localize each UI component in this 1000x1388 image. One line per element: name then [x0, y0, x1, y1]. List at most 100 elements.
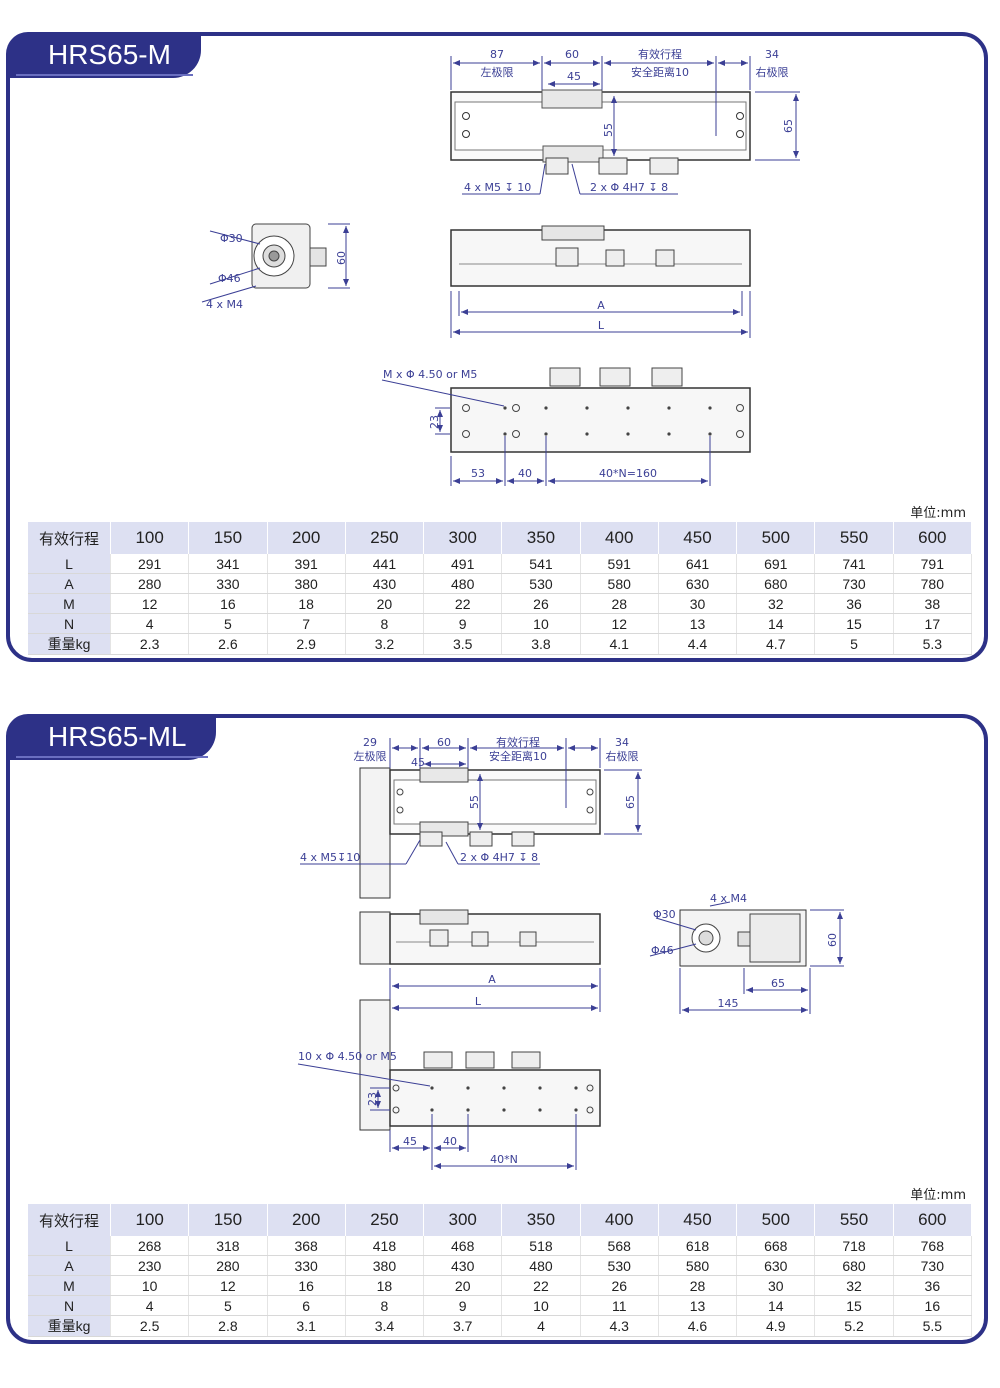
- table-cell: 568: [580, 1236, 659, 1256]
- table-cell: 3.4: [345, 1315, 425, 1337]
- table-cell: 391: [267, 554, 346, 574]
- table-cell: 630: [658, 573, 738, 594]
- table-cell: 36: [893, 1275, 973, 1296]
- header-stroke-value: 100: [110, 1204, 190, 1236]
- table-cell: 32: [814, 1275, 894, 1296]
- table-cell: 280: [188, 1255, 268, 1276]
- unit-label: 单位:mm: [910, 1188, 966, 1203]
- table-cell: 26: [580, 1275, 659, 1296]
- section-hrs65-m: HRS65-M: [6, 32, 988, 662]
- header-stroke-value: 100: [110, 522, 190, 554]
- table-cell: 16: [267, 1275, 346, 1296]
- table-cell: 4: [110, 613, 190, 634]
- side-60-dim: 60: [335, 251, 348, 265]
- slider-inner-dim: 45: [411, 756, 425, 769]
- height-55-dim: 55: [468, 795, 481, 809]
- end-view: [679, 909, 807, 967]
- table-cell: 268: [110, 1236, 190, 1256]
- bottom-view: [359, 999, 601, 1131]
- table-cell: 618: [658, 1236, 738, 1256]
- table-cell: 368: [267, 1236, 346, 1256]
- dim-40: 40: [518, 467, 532, 480]
- end-view: [251, 223, 327, 289]
- pin-note: 2 x Φ 4H7 ↧ 8: [460, 851, 538, 864]
- table-cell: 30: [658, 593, 738, 614]
- stroke-label: 有效行程: [496, 735, 540, 749]
- tap-note: 4 x M5 ↧ 10: [464, 181, 531, 194]
- table-cell: 3.5: [423, 633, 503, 655]
- mount-holes: [430, 1086, 578, 1112]
- table-cell: 580: [580, 573, 659, 594]
- table-cell: 8: [345, 613, 425, 634]
- row-label: 重量kg: [28, 1315, 111, 1337]
- table-cell: 380: [345, 1255, 425, 1276]
- table-cell: 28: [658, 1275, 738, 1296]
- table-cell: 16: [188, 593, 268, 614]
- height-65-dim: 65: [782, 119, 795, 133]
- motor-holes-note: 4 x M4: [206, 298, 243, 311]
- side-view: [450, 225, 751, 287]
- table-cell: 430: [423, 1255, 503, 1276]
- table-cell: 730: [814, 573, 894, 594]
- table-cell: 4: [110, 1295, 190, 1316]
- stroke-label: 有效行程: [638, 47, 682, 61]
- table-cell: 22: [501, 1275, 581, 1296]
- side-view: [359, 909, 601, 965]
- dim-L: L: [598, 319, 605, 332]
- dia46-label: Φ46: [218, 272, 241, 285]
- table-cell: 2.9: [267, 633, 346, 655]
- table-cell: 5: [188, 1295, 268, 1316]
- table-cell: 5.2: [814, 1315, 894, 1337]
- header-stroke-value: 500: [736, 1204, 816, 1236]
- table-cell: 12: [110, 593, 190, 614]
- table-cell: 480: [423, 573, 503, 594]
- table-cell: 4.7: [736, 633, 816, 655]
- table-cell: 9: [423, 1295, 503, 1316]
- dim-23: 23: [428, 415, 441, 429]
- slider-dim: 60: [565, 48, 579, 61]
- table-cell: 668: [736, 1236, 816, 1256]
- table-cell: 12: [580, 613, 659, 634]
- table-cell: 630: [736, 1255, 816, 1276]
- section-title: HRS65-ML: [6, 714, 217, 760]
- header-stroke-value: 450: [658, 522, 738, 554]
- table-cell: 418: [345, 1236, 425, 1256]
- table-cell: 541: [501, 554, 581, 574]
- dim-23: 23: [366, 1092, 379, 1106]
- header-stroke-value: 550: [814, 1204, 894, 1236]
- table-cell: 11: [580, 1295, 659, 1316]
- bottom-view: [450, 367, 751, 453]
- header-stroke-value: 600: [893, 522, 973, 554]
- table-cell: 10: [501, 1295, 581, 1316]
- table-cell: 580: [658, 1255, 738, 1276]
- left-limit-label: 左极限: [354, 749, 387, 763]
- table-cell: 468: [423, 1236, 503, 1256]
- tap-note: 4 x M5↧10: [300, 851, 360, 864]
- header-stroke-value: 200: [267, 1204, 346, 1236]
- table-cell: 480: [501, 1255, 581, 1276]
- table-cell: 730: [893, 1255, 973, 1276]
- table-cell: 16: [893, 1295, 973, 1316]
- dim-40: 40: [443, 1135, 457, 1148]
- table-cell: 4.9: [736, 1315, 816, 1337]
- table-cell: 13: [658, 1295, 738, 1316]
- table-cell: 20: [423, 1275, 503, 1296]
- table-cell: 10: [110, 1275, 190, 1296]
- table-cell: 30: [736, 1275, 816, 1296]
- table-cell: 518: [501, 1236, 581, 1256]
- row-label: M: [28, 1275, 111, 1296]
- right-limit-dim: 34: [765, 48, 779, 61]
- hrs65-ml-drawing: 29 左极限 60 45 有效行程 安全距离10 34 右极限 55 65 4 …: [297, 735, 844, 1170]
- header-stroke-value: 400: [580, 1204, 659, 1236]
- dim-53: 53: [471, 467, 485, 480]
- table-cell: 14: [736, 613, 816, 634]
- header-stroke-value: 250: [345, 522, 425, 554]
- table-cell: 18: [345, 1275, 425, 1296]
